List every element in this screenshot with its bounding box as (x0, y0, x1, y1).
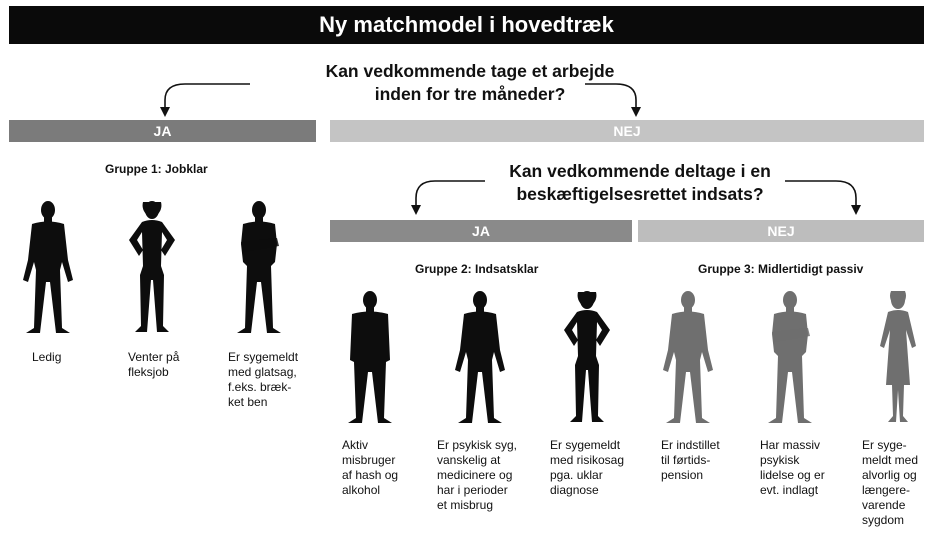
bar-ja-1-label: JA (153, 123, 172, 139)
bar-nej-1: NEJ (330, 120, 924, 142)
caption-foertidspension: Er indstillet til førtids- pension (661, 438, 720, 482)
bar-ja-2-label: JA (472, 223, 490, 239)
person-silhouette-icon (658, 290, 718, 425)
caption-aktiv-misbruger: Aktiv misbruger af hash og alkohol (342, 438, 399, 497)
caption-psykisk-syg: Er psykisk syg, vanskelig at medicinere … (437, 438, 518, 512)
person-silhouette-icon (229, 200, 289, 335)
group-3-title: Gruppe 3: Midlertidigt passiv (698, 262, 864, 276)
bar-nej-2-label: NEJ (767, 223, 795, 239)
question-1-line-1: Kan vedkommende tage et arbejde (325, 61, 615, 81)
caption-venter-paa-fleksjob: Venter på fleksjob (128, 350, 180, 379)
caption-ledig: Ledig (32, 350, 62, 364)
group-2-title: Gruppe 2: Indsatsklar (415, 262, 539, 276)
caption-sygemeldt-risikosag: Er sygemeldt med risikosag pga. uklar di… (550, 438, 625, 497)
question-1: Kan vedkommende tage et arbejde inden fo… (220, 60, 720, 106)
bar-nej-1-label: NEJ (613, 123, 641, 139)
question-1-line-2: inden for tre måneder? (374, 84, 566, 104)
person-silhouette-icon (450, 290, 510, 425)
person-silhouette-icon (18, 200, 78, 335)
person-silhouette-icon (760, 290, 820, 425)
question-2-line-2: beskæftigelsesrettet indsats? (516, 184, 764, 204)
bar-ja-2: JA (330, 220, 632, 242)
person-silhouette-icon (340, 290, 400, 425)
arrow-left-1 (160, 83, 250, 117)
arrow-right-2 (785, 180, 861, 215)
diagram-title: Ny matchmodel i hovedtræk (319, 12, 614, 37)
caption-sygemeldt-glatsag: Er sygemeldt med glatsag, f.eks. bræk- k… (228, 350, 299, 409)
question-2: Kan vedkommende deltage i en beskæftigel… (470, 160, 810, 206)
person-silhouette-icon (868, 290, 928, 425)
arrow-right-1 (585, 83, 641, 117)
caption-massiv-psykisk-lidelse: Har massiv psykisk lidelse og er evt. in… (760, 438, 825, 497)
person-silhouette-icon (117, 200, 187, 335)
group-1-title: Gruppe 1: Jobklar (105, 162, 208, 176)
bar-ja-1: JA (9, 120, 316, 142)
title-bar: Ny matchmodel i hovedtræk (9, 6, 924, 44)
person-silhouette-icon (552, 290, 622, 425)
caption-alvorlig-sygdom: Er syge- meldt med alvorlig og længere- … (862, 438, 919, 527)
arrow-left-2 (411, 180, 485, 215)
bar-nej-2: NEJ (638, 220, 924, 242)
question-2-line-1: Kan vedkommende deltage i en (509, 161, 771, 181)
